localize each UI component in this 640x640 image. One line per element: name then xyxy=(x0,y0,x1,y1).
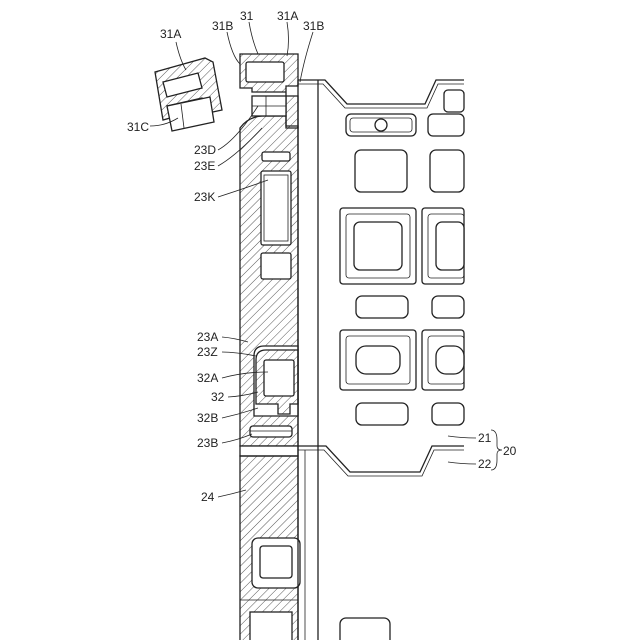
leader-31 xyxy=(249,22,258,54)
leader-22 xyxy=(448,462,476,464)
label-23K: 23K xyxy=(194,190,215,204)
cell-top-slot-2 xyxy=(428,114,464,136)
leader-31A-top xyxy=(287,22,289,56)
label-23B: 23B xyxy=(197,436,218,450)
label-32A: 32A xyxy=(197,371,218,385)
label-22: 22 xyxy=(478,457,492,471)
label-32B: 32B xyxy=(197,411,218,425)
cell-e1 xyxy=(356,403,408,425)
block-24-window-inner xyxy=(260,546,292,578)
frame-plate-23 xyxy=(240,116,298,446)
cell-c1 xyxy=(356,296,408,318)
label-24: 24 xyxy=(201,490,215,504)
label-23D: 23D xyxy=(194,143,216,157)
block-24-bottom-pocket xyxy=(250,612,292,640)
component-32A-cavity xyxy=(264,360,294,396)
slot-23B xyxy=(250,426,292,437)
label-21: 21 xyxy=(478,431,492,445)
cell-grid xyxy=(340,90,464,640)
label-31A-top: 31A xyxy=(277,9,298,23)
label-31: 31 xyxy=(240,9,254,23)
cell-top-notch xyxy=(444,90,464,112)
label-32: 32 xyxy=(211,390,225,404)
label-23E: 23E xyxy=(194,159,215,173)
cell-c2 xyxy=(432,296,464,318)
cell-top-hole xyxy=(375,119,387,131)
slot-lower xyxy=(261,253,291,279)
cell-e2 xyxy=(432,403,464,425)
cell-a1 xyxy=(355,150,407,192)
leader-31B-right xyxy=(300,32,313,82)
gap-strip xyxy=(240,446,298,456)
cell-b2-inner xyxy=(436,222,464,270)
side-rails xyxy=(298,80,318,640)
slot-23E xyxy=(262,152,290,161)
cell-d2-inner xyxy=(436,346,464,374)
cell-a2 xyxy=(430,150,464,192)
detail-inset-31 xyxy=(155,58,222,131)
cell-b1-inner xyxy=(354,222,402,270)
cap-31A-pocket xyxy=(246,62,284,82)
leader-31B-left xyxy=(227,32,240,64)
label-23A: 23A xyxy=(197,330,218,344)
lower-block-24 xyxy=(240,446,300,640)
label-31A-detail: 31A xyxy=(160,27,181,41)
cell-bottom-slot xyxy=(340,618,390,640)
label-31B-right: 31B xyxy=(303,19,324,33)
label-31C: 31C xyxy=(127,120,149,134)
slot-23K xyxy=(261,171,291,245)
label-20: 20 xyxy=(503,444,517,458)
brace-20 xyxy=(491,430,502,470)
label-23Z: 23Z xyxy=(197,345,218,359)
cell-d1-inner xyxy=(356,346,400,374)
label-31B-left: 31B xyxy=(212,19,233,33)
leader-21 xyxy=(448,436,476,438)
